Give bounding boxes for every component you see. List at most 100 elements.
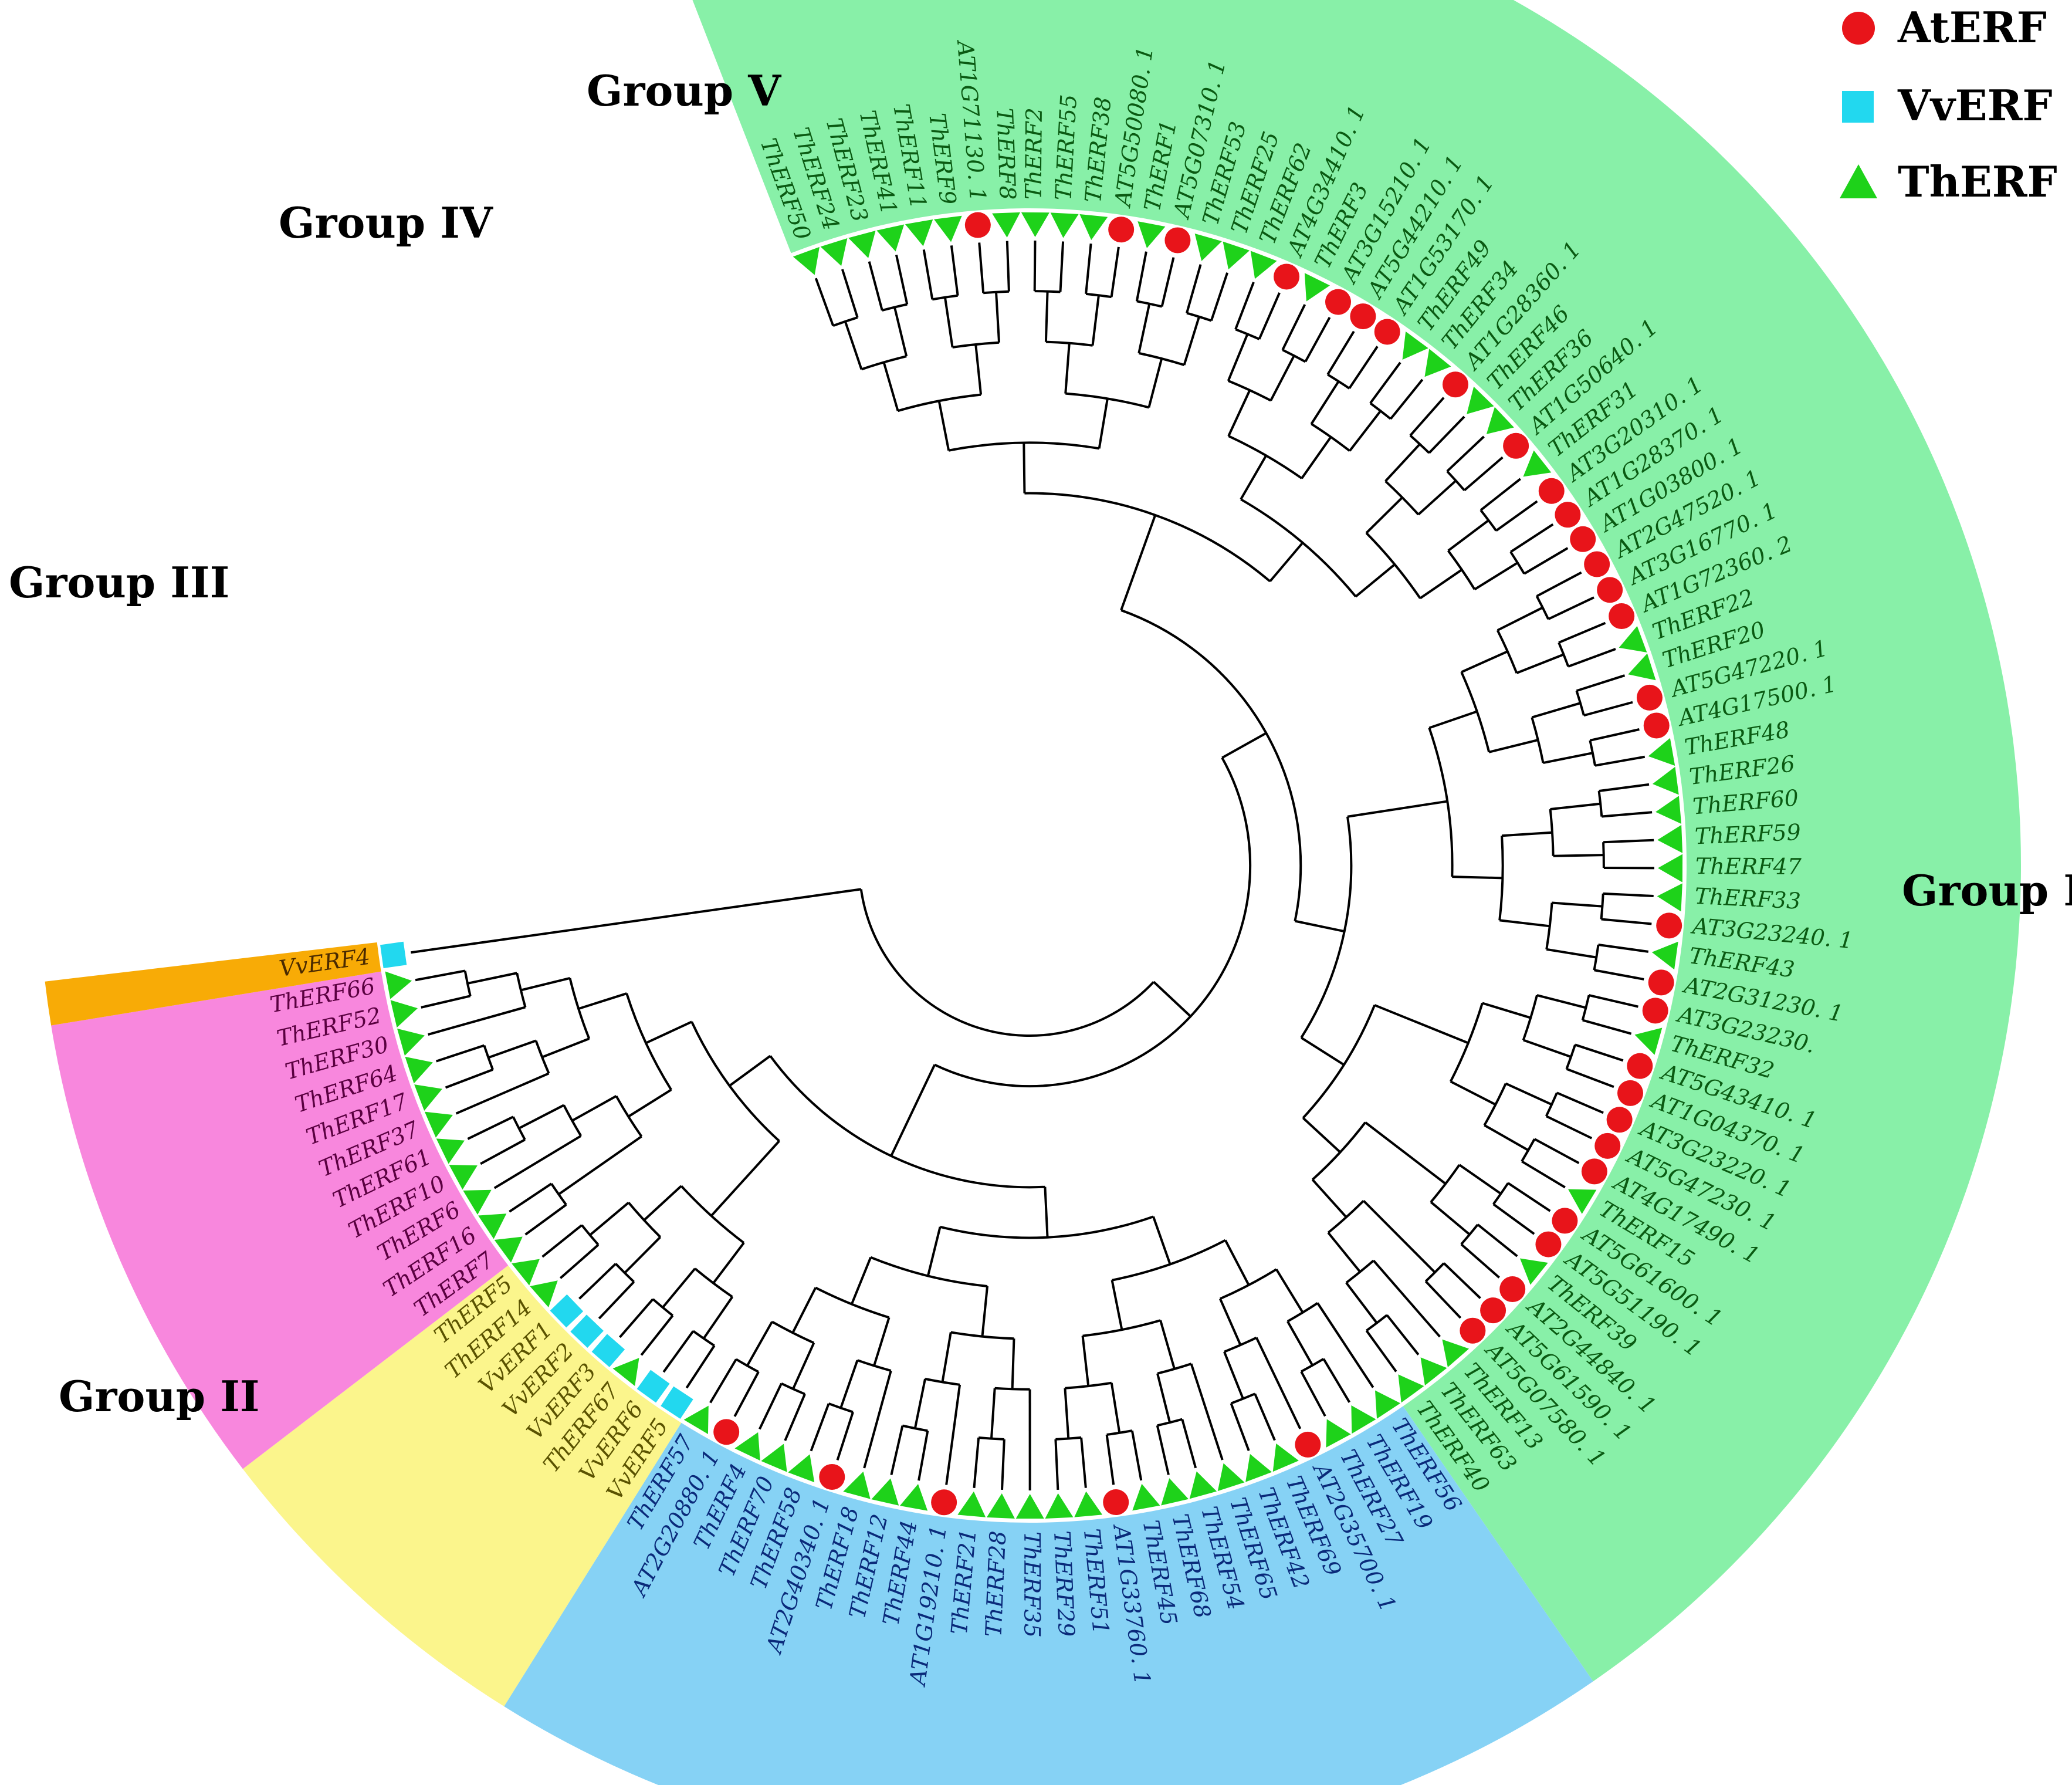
tree-branch (856, 1359, 892, 1372)
tree-branch (1417, 479, 1457, 516)
marker-therf31 (1523, 450, 1552, 477)
group-i-sector (692, 0, 2021, 1682)
tree-branch (1566, 1067, 1614, 1088)
tree-branch (1230, 1402, 1250, 1451)
marker-therf1 (1137, 221, 1166, 248)
tree-branch (1258, 292, 1281, 340)
tree-branch (1430, 1164, 1461, 1203)
tree-branch (690, 1021, 780, 1142)
marker-therf24 (820, 238, 848, 266)
tree-branch (1505, 1082, 1552, 1106)
marker-therf20 (1628, 653, 1656, 681)
tree-branch (1311, 1179, 1348, 1218)
tree-branch (863, 1370, 892, 1469)
tree-branch (1024, 492, 1271, 583)
group-iv-sector (51, 971, 509, 1469)
marker-therf15 (1568, 1189, 1597, 1214)
tree-branch (1234, 282, 1255, 330)
tree-branch (1327, 1199, 1365, 1234)
tree-branch (792, 1342, 815, 1390)
tree-branch (810, 1403, 830, 1452)
tree-branch (893, 307, 908, 357)
tree-branch (859, 889, 1155, 1037)
tree-branch (520, 977, 570, 992)
tree-branch (1384, 443, 1421, 482)
tree-branch (415, 969, 466, 982)
tree-branch (1240, 455, 1267, 500)
marker-therf37 (424, 1111, 453, 1138)
tree-branch (1460, 671, 1491, 753)
marker-therf65 (1217, 1463, 1245, 1492)
tree-branch (480, 1138, 526, 1165)
tree-branch (1589, 728, 1640, 742)
tree-branch (1428, 710, 1478, 729)
tree-branch (541, 1224, 583, 1258)
tree-branch (1322, 1358, 1351, 1403)
legend-vverf-square-icon (1842, 91, 1874, 123)
tree-branch (1389, 378, 1424, 420)
tree-branch (1599, 783, 1650, 792)
tree-branch (1228, 435, 1303, 479)
marker-at2g20880-1 (713, 1419, 740, 1445)
tree-branch (1460, 1243, 1500, 1279)
tree-branch (619, 1298, 654, 1338)
tree-branch (680, 1185, 745, 1244)
tree-branch (1219, 1298, 1242, 1345)
marker-therf4 (734, 1432, 760, 1461)
tree-branch (1223, 1351, 1244, 1399)
marker-at1g72360-2 (1609, 603, 1635, 630)
tree-branch (1583, 701, 1633, 717)
tree-branch (1522, 995, 1538, 1041)
group-ii-label: Group II (59, 1371, 260, 1421)
marker-therf18 (843, 1471, 871, 1499)
tree-branch (1602, 811, 1653, 818)
tree-branch (1428, 727, 1454, 877)
marker-at5g07310-1 (1164, 227, 1191, 253)
tree-branch (1409, 397, 1445, 437)
tree-branch (1463, 456, 1504, 492)
leaf-label: ThERF33 (1694, 883, 1802, 914)
tree-branch (1450, 1080, 1497, 1106)
tree-branch (1593, 944, 1600, 971)
tree-branch (578, 1263, 617, 1300)
tree-branch (1190, 1363, 1224, 1461)
tree-branch (913, 1378, 926, 1429)
marker-at5g47230-1 (1594, 1132, 1621, 1159)
tree-branch (1369, 402, 1392, 420)
tree-branch (1565, 1044, 1576, 1070)
tree-branch (1552, 901, 1603, 908)
tree-branch (1369, 361, 1401, 404)
marker-at1g04370-1 (1617, 1080, 1644, 1106)
marker-therf53 (1194, 233, 1222, 261)
marker-therf63 (1420, 1357, 1447, 1386)
tree-branch (948, 441, 1100, 452)
tree-branch (1594, 755, 1646, 767)
tree-branch (1138, 351, 1185, 366)
marker-therf62 (1250, 251, 1277, 279)
tree-branch (1302, 1005, 1376, 1119)
tree-branch (873, 1317, 891, 1367)
leaf-label: ThERF29 (1049, 1530, 1079, 1638)
marker-therf51 (1074, 1491, 1103, 1517)
tree-branch (516, 972, 527, 1008)
tree-branch (1240, 498, 1357, 597)
tree-branch (445, 1069, 493, 1089)
tree-branch (1302, 1117, 1341, 1154)
tree-branch (1300, 816, 1353, 1039)
tree-branch (950, 1331, 1014, 1340)
tree-branch (1137, 303, 1151, 354)
tree-branch (1523, 1039, 1572, 1059)
legend: AtERF VvERF ThERF (1840, 2, 2057, 207)
marker-at1g71130-1 (964, 212, 991, 238)
marker-therf70 (761, 1443, 787, 1472)
tree-branch (487, 1039, 537, 1059)
tree-branch (1499, 919, 1550, 928)
tree-branch (1228, 380, 1272, 402)
tree-branch (850, 1256, 872, 1305)
tree-branch (932, 294, 958, 301)
tree-branch (624, 1236, 662, 1274)
leaf-label: ThERF35 (1019, 1532, 1045, 1638)
tree-branch (1064, 1388, 1070, 1439)
tree-branch (1483, 1083, 1507, 1126)
tree-branch (1011, 1338, 1015, 1390)
